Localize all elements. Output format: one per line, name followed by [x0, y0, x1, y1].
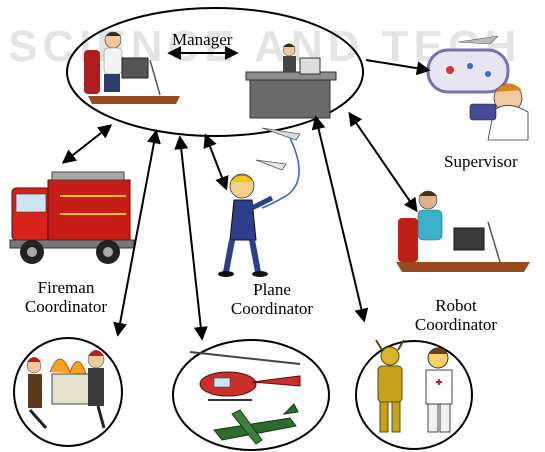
robot-coordinator-label: Robot Coordinator — [400, 296, 512, 334]
aircraft-team-icon — [189, 351, 301, 445]
arrow-manager-fireman-coordinator — [61, 124, 113, 164]
plane-coordinator-line-2: Coordinator — [230, 299, 314, 318]
arrow-manager-firemen-team — [113, 129, 161, 337]
fire-truck-icon — [9, 171, 135, 264]
robot-coordinator-icon — [396, 190, 530, 272]
fireman-coordinator-line-2: Coordinator — [24, 297, 108, 316]
arrow-manager-plane-coordinator — [203, 133, 229, 191]
arrow-manager-supervisor — [365, 59, 431, 76]
aircraft-team-ellipse — [172, 339, 330, 451]
fireman-coordinator-line-1: Fireman — [37, 278, 95, 297]
robot-coordinator-line-2: Coordinator — [414, 315, 498, 334]
supervisor-label: Supervisor — [444, 152, 518, 171]
arrow-manager-robot-coordinator — [348, 111, 418, 213]
supervisor-icon — [426, 35, 529, 141]
fireman-coordinator-label: Fireman Coordinator — [12, 278, 120, 316]
arrow-manager-robots-team — [311, 115, 369, 323]
firemen-team-icon — [26, 350, 106, 429]
robots-team-ellipse — [355, 340, 473, 450]
robot-coordinator-line-1: Robot — [435, 296, 477, 315]
robots-team-icon — [375, 339, 453, 433]
connection-arrows — [61, 46, 431, 341]
plane-coordinator-line-1: Plane — [253, 280, 291, 299]
manager-label: Manager — [172, 30, 233, 49]
manager-right-person-icon — [245, 43, 337, 119]
manager-left-person-icon — [84, 31, 180, 104]
firemen-team-ellipse — [13, 337, 123, 447]
plane-coordinator-icon — [218, 127, 301, 277]
arrow-manager-aircraft-team — [174, 135, 208, 341]
plane-coordinator-label: Plane Coordinator — [218, 280, 326, 318]
